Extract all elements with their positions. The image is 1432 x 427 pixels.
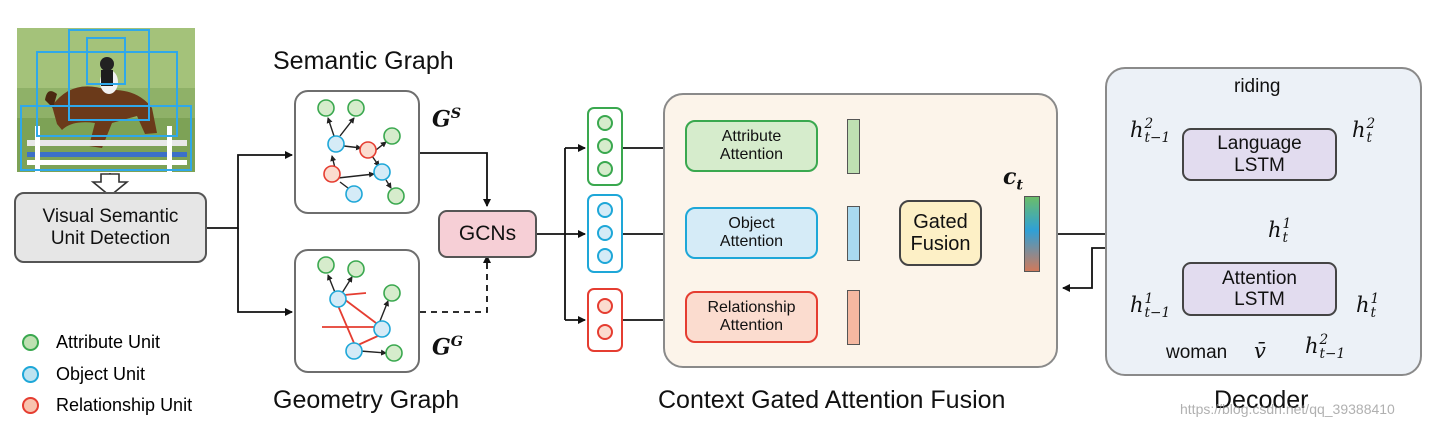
decoder-panel [1105, 67, 1422, 376]
attribute-unit-icon [22, 333, 39, 351]
gcns-label: GCNs [458, 222, 517, 246]
relationship-context-bar [847, 290, 860, 345]
relationship-unit-dot [597, 298, 613, 314]
attention-lstm-box: Attention LSTM [1182, 262, 1337, 316]
horse-rider-photo-icon [17, 28, 195, 172]
legend: Attribute Unit Object Unit Relationship … [22, 330, 242, 420]
relationship-attention-box: Relationship Attention [685, 291, 818, 343]
decoder-title: Decoder [1214, 386, 1309, 414]
object-context-bar [847, 206, 860, 261]
object-unit-dot [597, 202, 613, 218]
input-word: woman [1166, 342, 1228, 363]
output-word: riding [1234, 76, 1281, 97]
legend-item-relationship: Relationship Unit [22, 393, 192, 417]
attribute-attention-label: Attribute Attention [719, 128, 784, 163]
legend-label-attribute: Attribute Unit [56, 331, 161, 352]
attribute-context-bar [847, 119, 860, 174]
geometry-graph-title: Geometry Graph [273, 386, 460, 414]
legend-label-relationship: Relationship Unit [56, 394, 193, 415]
attention-lstm-label: Attention LSTM [1222, 267, 1297, 310]
object-unit-dot [597, 248, 613, 264]
attribute-unit-dot [597, 115, 613, 131]
attribute-attention-box: Attribute Attention [685, 120, 818, 172]
context-fusion-title: Context Gated Attention Fusion [658, 386, 1006, 414]
semantic-graph-box [294, 90, 420, 214]
attribute-feature-stack [587, 107, 623, 186]
attribute-unit-dot [597, 161, 613, 177]
object-unit-icon [22, 365, 39, 383]
language-lstm-label: Language LSTM [1217, 133, 1302, 176]
relationship-feature-stack [587, 288, 623, 352]
down-arrow-icon [90, 173, 130, 198]
legend-item-attribute: Attribute Unit [22, 330, 160, 354]
gated-fusion-label: Gated Fusion [910, 210, 971, 255]
object-unit-dot [597, 225, 613, 241]
gcns-box: GCNs [438, 210, 537, 258]
relationship-unit-dot [597, 324, 613, 340]
detection-label: Visual Semantic Unit Detection [42, 206, 179, 249]
watermark: https://blog.csdn.net/qq_39388410 [1180, 401, 1395, 417]
mean-feature-label: v̄ [1254, 339, 1266, 363]
geometry-graph-nodes [317, 256, 403, 362]
object-attention-label: Object Attention [719, 215, 784, 250]
object-attention-box: Object Attention [685, 207, 818, 259]
legend-label-object: Object Unit [56, 363, 146, 384]
relationship-attention-label: Relationship Attention [707, 299, 796, 334]
semantic-graph-symbol: GS [432, 106, 462, 133]
input-image [17, 28, 195, 172]
context-vector-bar [1024, 196, 1040, 272]
semantic-graph-nodes [317, 99, 405, 205]
visual-semantic-unit-detection: Visual Semantic Unit Detection [14, 192, 207, 263]
gated-fusion-box: Gated Fusion [899, 200, 982, 266]
language-lstm-box: Language LSTM [1182, 128, 1337, 181]
object-feature-stack [587, 194, 623, 273]
geometry-graph-symbol: GG [432, 334, 464, 361]
attribute-unit-dot [597, 138, 613, 154]
legend-item-object: Object Unit [22, 362, 145, 386]
context-vector-symbol: ct [1003, 164, 1024, 194]
relationship-unit-icon [22, 396, 39, 414]
semantic-graph-title: Semantic Graph [273, 47, 454, 75]
geometry-graph-box [294, 249, 420, 373]
